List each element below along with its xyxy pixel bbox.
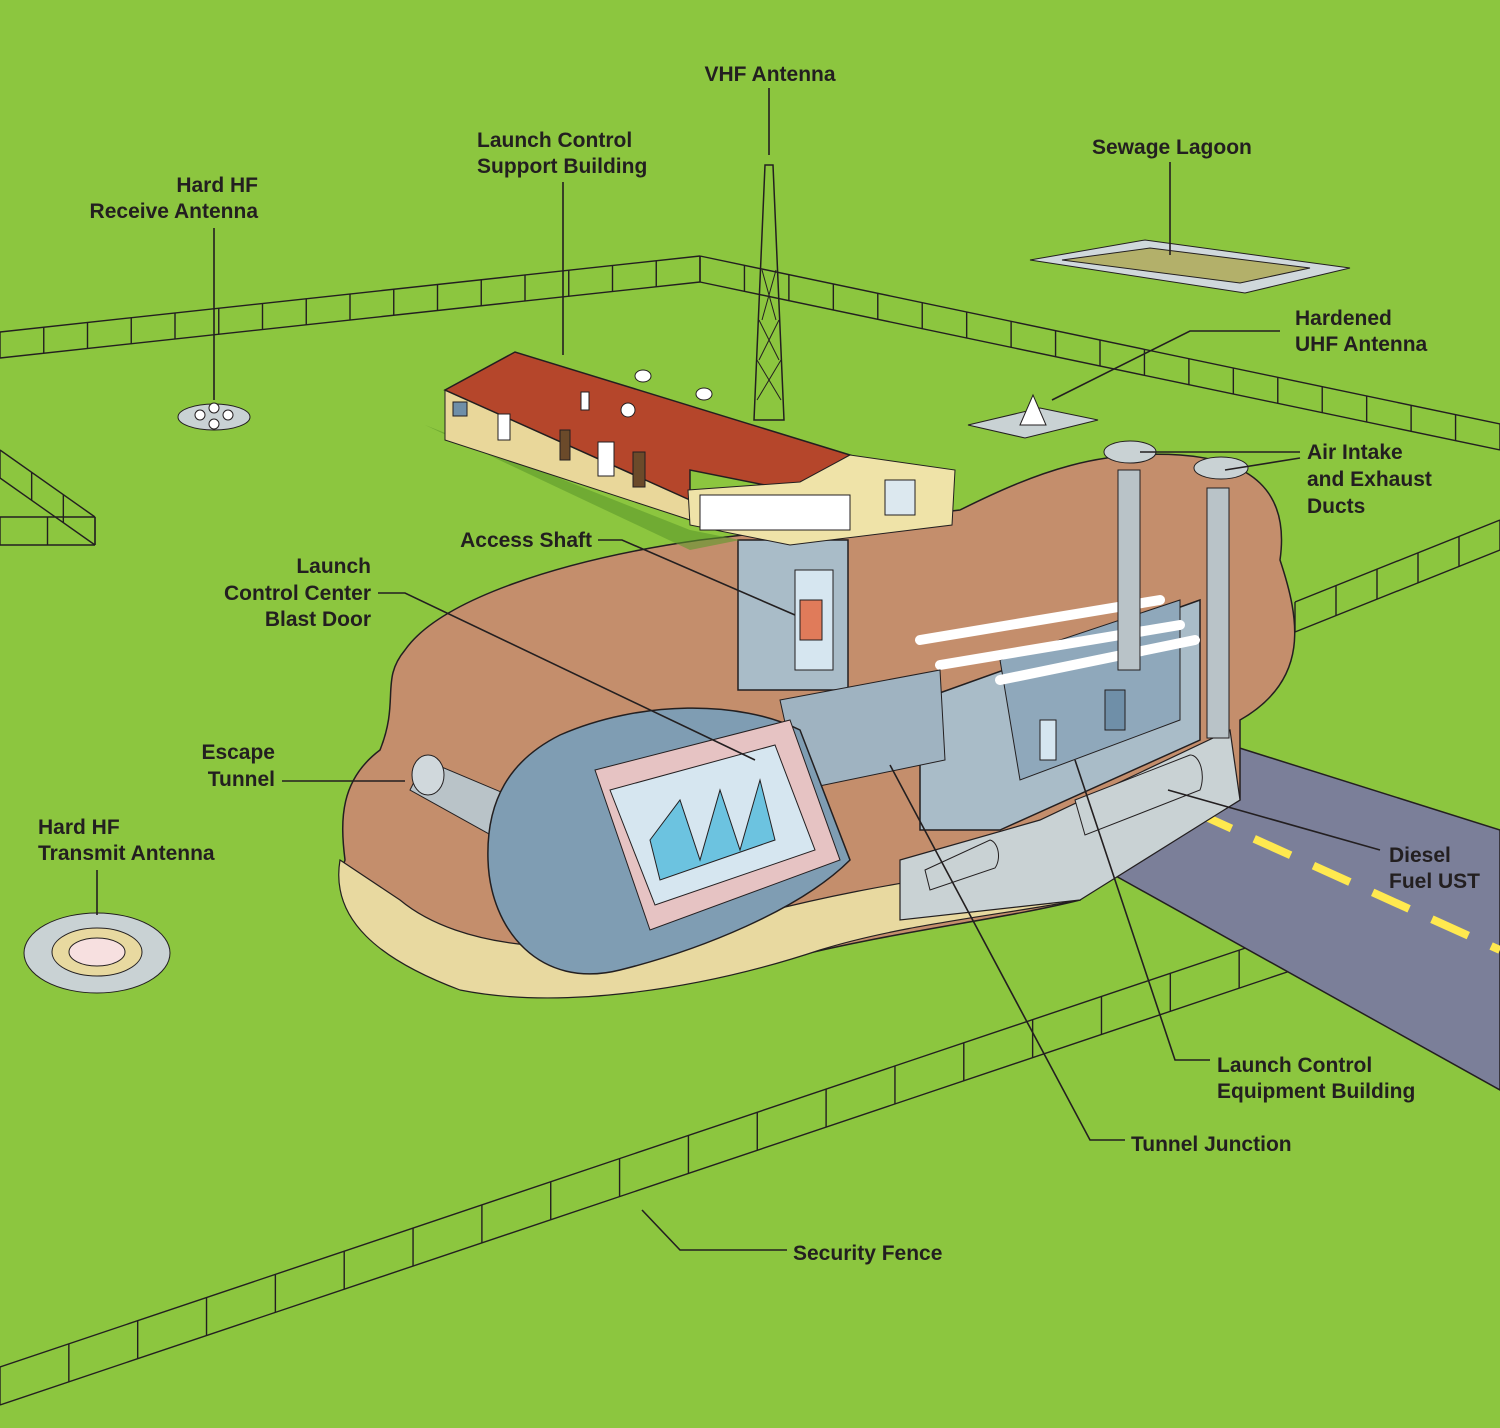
fence-rail: [1294, 549, 1500, 633]
transmit-antenna: [23, 912, 171, 994]
uhf-antenna: [967, 393, 1099, 439]
fence-rail: [0, 477, 96, 546]
label-access-shaft: Access Shaft: [460, 529, 592, 552]
fence-rail: [0, 449, 96, 518]
air-intake-exhaust-ducts: [1103, 440, 1249, 739]
security-fence: [0, 255, 1500, 1406]
leader-lines: [96, 88, 1381, 1251]
launch-control-support-building: [425, 351, 956, 550]
receive-antenna: [177, 402, 251, 431]
label-vhf-antenna: VHF Antenna: [704, 63, 835, 86]
sewage-lagoon: [1029, 239, 1351, 294]
fence-rail: [1294, 519, 1500, 603]
fence-rail: [0, 926, 1309, 1368]
label-sewage-lagoon: Sewage Lagoon: [1092, 136, 1252, 159]
vhf-antenna-tower: [753, 164, 785, 421]
label-security-fence: Security Fence: [793, 1242, 942, 1265]
label-tunnel-junction: Tunnel Junction: [1131, 1133, 1292, 1156]
fence-rail: [0, 964, 1309, 1406]
diesel-fuel-tank: [924, 754, 1203, 891]
launch-control-center-capsule: [487, 707, 851, 975]
